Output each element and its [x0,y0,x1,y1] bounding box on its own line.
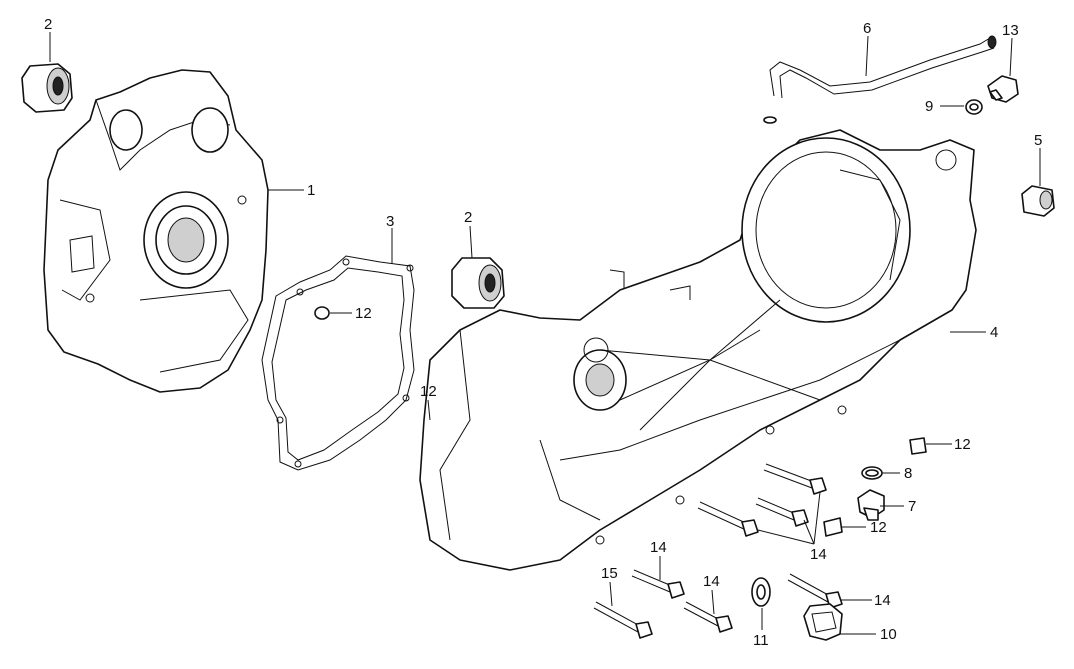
callout-10: 10 [880,626,897,643]
callout-14-bottom-bolt: 14 [703,573,720,590]
bolt-part-14-right [787,573,843,609]
leader-lines [49,32,1041,635]
callout-12-right-dowel-lower: 12 [870,519,887,536]
callout-14-bolt-group: 14 [810,546,827,563]
bushing-part-5 [1021,185,1055,217]
callout-11: 11 [753,632,769,649]
callout-15: 15 [601,565,618,582]
left-crankcase-part-1 [43,69,269,393]
dowel-pin-part-12-d [823,517,843,537]
bolt-part-14-lower [697,501,759,537]
right-crankcase-part-4 [419,129,977,571]
callout-12-left-dowel: 12 [420,383,437,400]
bolt-part-14-bottom [683,601,733,633]
drain-plug-part-7 [857,489,885,521]
washer-part-9 [965,99,983,115]
callout-4: 4 [990,324,998,341]
gasket-part-3 [261,255,415,471]
callout-1: 1 [307,182,315,199]
callout-8: 8 [904,465,912,482]
callout-14-center-bolt: 14 [650,539,667,556]
bolt-part-14-mid [755,497,809,527]
callout-3: 3 [386,213,394,230]
callout-14-right-bolt: 14 [874,592,891,609]
bolt-part-14-upper [763,463,827,495]
plug-bolt-part-13 [987,75,1019,103]
callout-13: 13 [1002,22,1019,39]
callouts: 2 1 3 12 12 2 6 13 9 5 4 12 8 7 12 14 14… [44,16,1042,649]
clip-part-small [763,116,777,124]
callout-9: 9 [925,98,933,115]
callout-2-right-bearing: 2 [464,209,472,226]
callout-2-left-bearing: 2 [44,16,52,33]
o-ring-part-8 [861,466,883,480]
callout-12-right-dowel-upper: 12 [954,436,971,453]
bearing-part-2-right [451,257,505,309]
breather-tube-part-6 [769,35,997,99]
bolt-part-15 [593,601,653,639]
bearing-part-2-left [21,63,73,113]
bolt-part-14-center [631,569,685,599]
dowel-pin-part-12-a [314,306,330,320]
dowel-pin-part-12-c [909,437,927,455]
plug-part-10 [803,603,843,641]
callout-5: 5 [1034,132,1042,149]
callout-6: 6 [863,20,871,37]
callout-7: 7 [908,498,916,515]
washer-part-11 [751,577,771,607]
callout-12-gasket-dowel: 12 [355,305,372,322]
